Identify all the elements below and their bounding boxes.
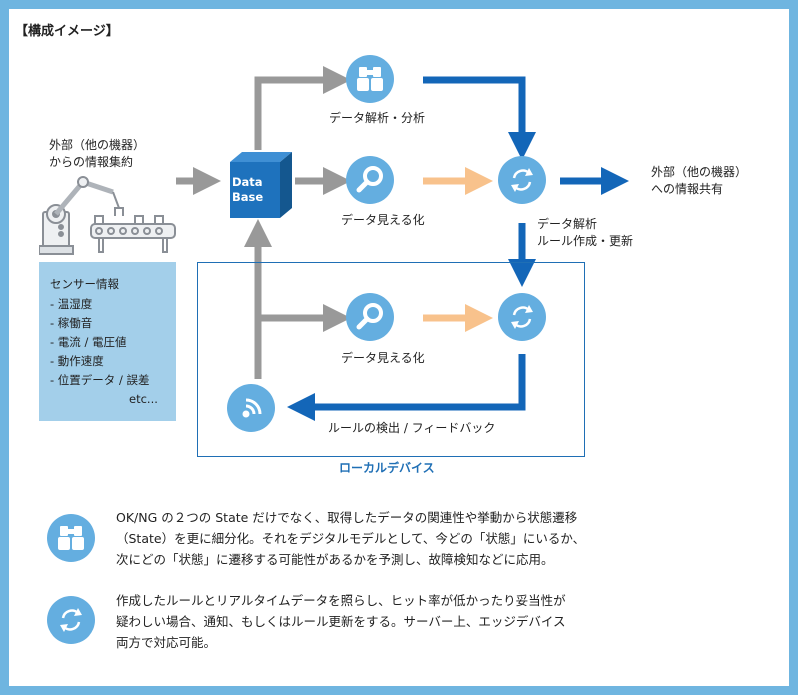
wireless-signal-icon: [242, 398, 262, 418]
diagram-canvas: 【構成イメージ】: [9, 9, 789, 686]
robot-arm-icon: [39, 176, 176, 255]
sensor-item: - 電流 / 電圧値: [50, 335, 127, 349]
external-output-label: 外部（他の機器） への情報共有: [651, 164, 747, 198]
visualize-label: データ見える化: [341, 213, 425, 227]
external-input-label: 外部（他の機器） からの情報集約: [49, 137, 145, 171]
magnifier-icon: [356, 303, 383, 330]
feedback-label: ルールの検出 / フィードバック: [328, 421, 496, 435]
refresh-icon: [511, 305, 533, 329]
sensor-info-box: センサー情報 - 温湿度 - 稼働音 - 電流 / 電圧値 - 動作速度 - 位…: [39, 262, 176, 421]
description-2-line: 作成したルールとリアルタイムデータを照らし、ヒット率が低かったり妥当性が: [116, 593, 566, 608]
binoculars-icon: [58, 526, 84, 550]
description-1-line: OK/NG の２つの State だけでなく、取得したデータの関連性や挙動から状…: [116, 510, 578, 525]
diagram-heading: 【構成イメージ】: [15, 24, 119, 39]
description-1-line: （State）を更に細分化。それをデジタルモデルとして、今どの「状態」にいるか、: [116, 531, 586, 546]
magnifier-icon: [356, 166, 383, 193]
arrow-local-refresh-to-feedback: [287, 354, 526, 421]
local-device-label: ローカルデバイス: [339, 461, 435, 475]
sensor-item: - 温湿度: [50, 297, 93, 311]
database-label-line2: Base: [232, 190, 264, 204]
local-visualize-label: データ見える化: [341, 351, 425, 365]
arrow-analysis-to-refresh: [423, 76, 536, 160]
local-device-box: [197, 262, 585, 457]
external-output-line1: 外部（他の機器）: [651, 165, 748, 179]
edge-device-node: [227, 384, 275, 432]
database-label-line1: Data: [232, 175, 263, 189]
database-label: Data Base: [232, 175, 263, 205]
rule-update-node: [498, 156, 546, 204]
description-2-line: 疑わしい場合、通知、もしくはルール更新をする。サーバー上、エッジデバイス: [116, 614, 566, 629]
sensor-item: - 稼働音: [50, 316, 93, 330]
description-refresh-node: [47, 596, 95, 644]
arrows-layer: [176, 66, 629, 421]
description-2-line: 両方で対応可能。: [116, 635, 217, 650]
description-1: OK/NG の２つの State だけでなく、取得したデータの関連性や挙動から状…: [116, 507, 585, 570]
analysis-label: データ解析・分析: [329, 111, 426, 125]
description-2: 作成したルールとリアルタイムデータを照らし、ヒット率が低かったり妥当性が 疑わし…: [116, 590, 566, 653]
sensor-item: - 位置データ / 誤差: [50, 373, 150, 387]
rule-update-line1: データ解析: [537, 217, 598, 231]
visualize-node: [346, 156, 394, 204]
description-1-line: 次にどの「状態」に遷移する可能性があるかを予測し、故障検知などに応用。: [116, 552, 554, 567]
refresh-icon: [511, 168, 533, 192]
external-input-line1: 外部（他の機器）: [49, 138, 146, 152]
database-icon: [230, 152, 292, 218]
description-binoculars-node: [47, 514, 95, 562]
binoculars-icon: [357, 67, 383, 91]
sensor-item: - 動作速度: [50, 354, 104, 368]
sensor-title: センサー情報: [50, 277, 119, 291]
refresh-icon: [60, 608, 82, 632]
local-visualize-node: [346, 293, 394, 341]
sensor-more: etc...: [129, 392, 158, 406]
analysis-node: [346, 55, 394, 103]
external-input-line2: からの情報集約: [49, 155, 134, 169]
rule-update-line2: ルール作成・更新: [537, 234, 634, 248]
rule-update-label: データ解析 ルール作成・更新: [537, 216, 633, 250]
local-rule-node: [498, 293, 546, 341]
external-output-line2: への情報共有: [651, 182, 724, 196]
arrow-db-to-analysis: [254, 66, 351, 150]
